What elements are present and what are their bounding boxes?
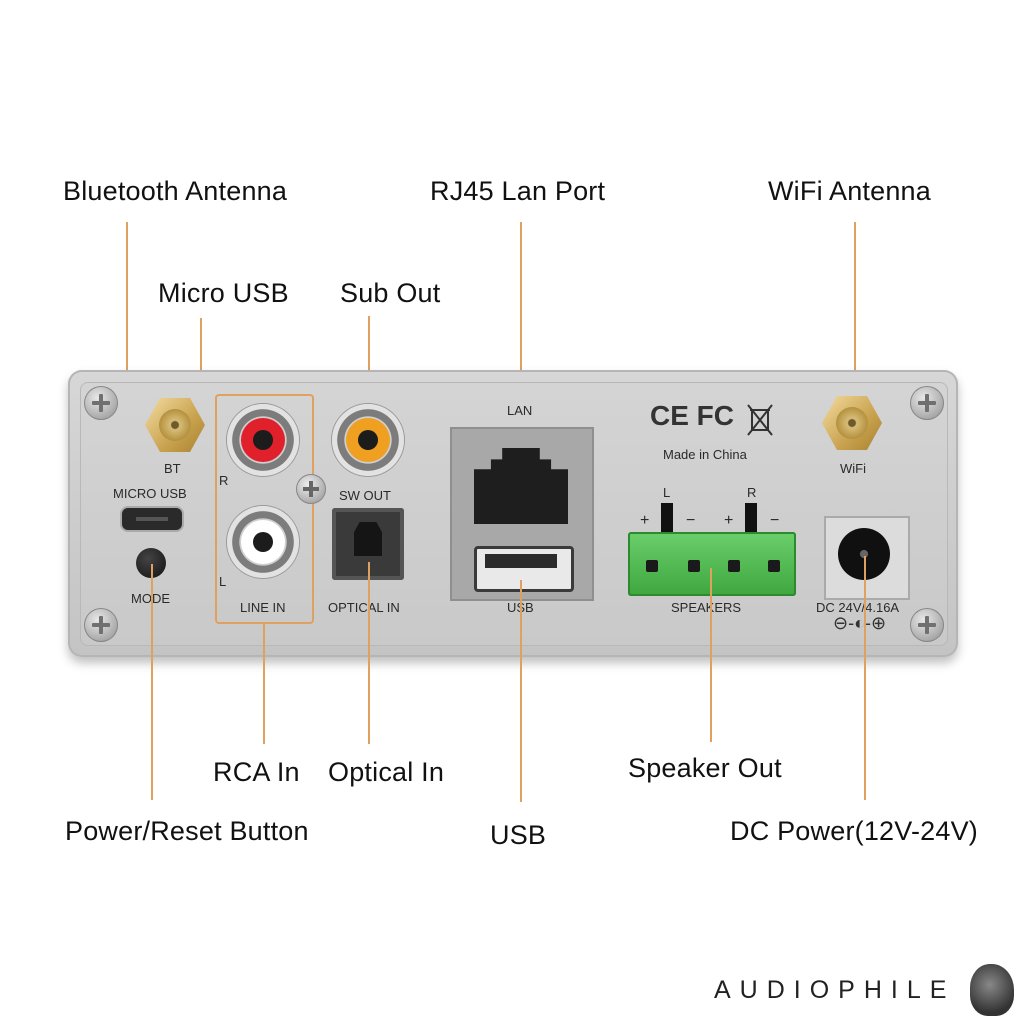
leader-power-reset-button xyxy=(151,564,153,800)
label-speaker-minus-left: − xyxy=(686,512,696,529)
callout-micro-usb: Micro USB xyxy=(158,278,289,308)
leader-rca-in xyxy=(263,622,265,744)
callout-wifi-antenna: WiFi Antenna xyxy=(768,176,931,206)
usb-port[interactable] xyxy=(474,546,574,592)
rca-right-jack[interactable] xyxy=(227,404,299,476)
sub-out-jack[interactable] xyxy=(332,404,404,476)
screw-icon xyxy=(84,608,118,642)
label-dc-rating: DC 24V/4.16A xyxy=(816,600,900,615)
dc-polarity-symbol: ⊖-◐-⊕ xyxy=(833,613,887,633)
label-rca-l: L xyxy=(219,574,227,589)
leader-dc-power xyxy=(864,556,866,800)
callout-dc-power: DC Power(12V-24V) xyxy=(730,816,978,846)
weee-bin-icon xyxy=(747,404,773,436)
screw-icon xyxy=(84,386,118,420)
label-speaker-plus-left: + xyxy=(640,512,650,529)
rca-left-jack[interactable] xyxy=(227,506,299,578)
callout-usb: USB xyxy=(490,820,547,850)
callout-rca-in: RCA In xyxy=(213,757,300,787)
label-line-in: LINE IN xyxy=(240,600,286,615)
label-wifi: WiFi xyxy=(840,461,866,476)
label-speakers: SPEAKERS xyxy=(671,600,742,615)
label-optical-in: OPTICAL IN xyxy=(328,600,400,615)
leader-speaker-out xyxy=(710,568,712,742)
speaker-tab-right xyxy=(745,503,757,533)
leader-wifi-antenna xyxy=(854,222,856,420)
label-micro-usb: MICRO USB xyxy=(113,486,187,501)
callout-rj45-lan-port: RJ45 Lan Port xyxy=(430,176,606,206)
label-speaker-minus-right: − xyxy=(770,512,780,529)
audiophile-head-logo-icon xyxy=(970,964,1014,1016)
speaker-tab-left xyxy=(661,503,673,533)
callout-optical-in: Optical In xyxy=(328,757,445,787)
brand-wordmark: AUDIOPHILE xyxy=(714,976,956,1004)
leader-usb xyxy=(520,580,522,802)
label-speaker-plus-right: + xyxy=(724,512,734,529)
callout-bluetooth-antenna: Bluetooth Antenna xyxy=(63,176,288,206)
wifi-antenna-core xyxy=(836,407,868,439)
ce-fc-certification-marks: CE FC xyxy=(650,400,734,431)
micro-usb-port[interactable] xyxy=(122,508,182,530)
label-mode: MODE xyxy=(131,592,170,605)
screw-icon xyxy=(910,386,944,420)
label-speaker-r: R xyxy=(747,485,757,500)
callout-speaker-out: Speaker Out xyxy=(628,753,782,783)
label-sw-out: SW OUT xyxy=(339,488,391,503)
label-bt: BT xyxy=(164,461,181,476)
callout-power-reset-button: Power/Reset Button xyxy=(65,816,309,846)
label-made-in-china: Made in China xyxy=(663,447,747,462)
screw-icon xyxy=(910,608,944,642)
leader-optical-in xyxy=(368,562,370,744)
label-speaker-l: L xyxy=(663,485,671,500)
leader-bluetooth-antenna xyxy=(126,222,128,418)
callout-sub-out: Sub Out xyxy=(340,278,441,308)
label-lan: LAN xyxy=(507,403,533,418)
speaker-terminal-block[interactable] xyxy=(628,532,796,596)
screw-icon xyxy=(296,474,326,504)
bluetooth-antenna-core xyxy=(159,409,191,441)
leader-rj45 xyxy=(520,222,522,460)
label-rca-r: R xyxy=(219,473,229,488)
